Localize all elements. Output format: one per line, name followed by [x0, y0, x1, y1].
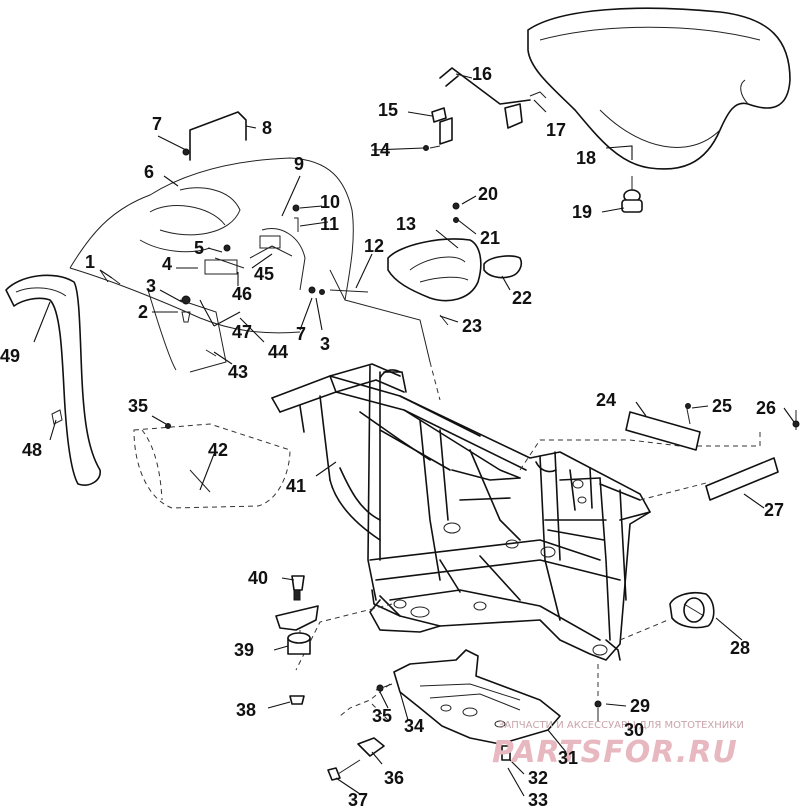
callout-labels: 1 2 3 4 5 6 7 8 9 10 11 12 13 14 15 16 1… [0, 64, 784, 809]
callout-49: 49 [0, 346, 20, 366]
callout-4: 4 [162, 254, 172, 274]
callout-leader-lines [33, 73, 795, 797]
callout-47: 47 [232, 322, 252, 342]
seat-bumper-part [621, 176, 643, 213]
grab-bar-bracket-part [189, 111, 247, 161]
callout-37: 37 [348, 790, 368, 809]
callout-32: 32 [528, 768, 548, 788]
callout-46: 46 [232, 284, 252, 304]
mud-flap-part [133, 423, 291, 509]
callout-12: 12 [364, 236, 384, 256]
callout-29: 29 [630, 696, 650, 716]
callout-26: 26 [756, 398, 776, 418]
callout-15: 15 [378, 100, 398, 120]
callout-23: 23 [462, 316, 482, 336]
main-frame-part [271, 363, 651, 661]
callout-9: 9 [294, 154, 304, 174]
callout-20: 20 [478, 184, 498, 204]
callout-33: 33 [528, 790, 548, 809]
callout-24: 24 [596, 390, 616, 410]
callout-45: 45 [254, 264, 274, 284]
callout-48: 48 [22, 440, 42, 460]
callout-8: 8 [262, 118, 272, 138]
callout-17: 17 [546, 120, 566, 140]
callout-28: 28 [730, 638, 750, 658]
callout-42: 42 [208, 440, 228, 460]
callout-27: 27 [764, 500, 784, 520]
watermark: ЗАПЧАСТИ И АКСЕССУАРЫ ДЛЯ МОТОТЕХНИКИ PA… [492, 720, 744, 770]
callout-40: 40 [248, 568, 268, 588]
fender-bracket-part [179, 299, 227, 373]
callout-41: 41 [286, 476, 306, 496]
storage-lid-part [387, 202, 482, 326]
callout-22: 22 [512, 288, 532, 308]
assembly-dashed-lines [295, 361, 761, 744]
callout-43: 43 [228, 362, 248, 382]
callout-19: 19 [572, 202, 592, 222]
callout-34: 34 [404, 716, 424, 736]
callout-11: 11 [320, 214, 339, 234]
fender-hardware [111, 148, 369, 323]
callout-6: 6 [144, 162, 154, 182]
seat-part [527, 7, 791, 170]
callout-18: 18 [576, 148, 596, 168]
callout-16: 16 [472, 64, 492, 84]
cap-48-part [51, 409, 63, 425]
callout-14: 14 [370, 140, 390, 160]
callout-35b: 35 [128, 396, 148, 416]
lid-seal-part [483, 255, 523, 279]
bracket-24-part [625, 403, 701, 451]
callout-35a: 35 [372, 706, 392, 726]
callout-31: 31 [558, 748, 578, 768]
rear-rack-tube-part [5, 274, 101, 486]
callout-39: 39 [234, 640, 254, 660]
callout-25: 25 [712, 396, 732, 416]
callout-30: 30 [624, 720, 644, 740]
callout-3b: 3 [320, 334, 330, 354]
watermark-tagline: ЗАПЧАСТИ И АКСЕССУАРЫ ДЛЯ МОТОТЕХНИКИ [498, 720, 744, 731]
seat-latch-parts [423, 67, 547, 151]
callout-5: 5 [194, 238, 204, 258]
watermark-brand: PARTSFOR.RU [492, 735, 738, 770]
callout-10: 10 [320, 192, 340, 212]
callout-44: 44 [268, 342, 288, 362]
callout-13: 13 [396, 214, 416, 234]
callout-7b: 7 [296, 324, 306, 344]
callout-2: 2 [138, 302, 148, 322]
callout-3: 3 [146, 276, 156, 296]
hitch-receiver-part [669, 591, 715, 629]
callout-1: 1 [85, 252, 95, 272]
bracket-27-part [705, 410, 800, 501]
lower-hardware [275, 575, 602, 781]
callout-21: 21 [480, 228, 500, 248]
callout-7: 7 [152, 114, 162, 134]
callout-38: 38 [236, 700, 256, 720]
skid-plate-part [393, 649, 561, 745]
callout-36: 36 [384, 768, 404, 788]
